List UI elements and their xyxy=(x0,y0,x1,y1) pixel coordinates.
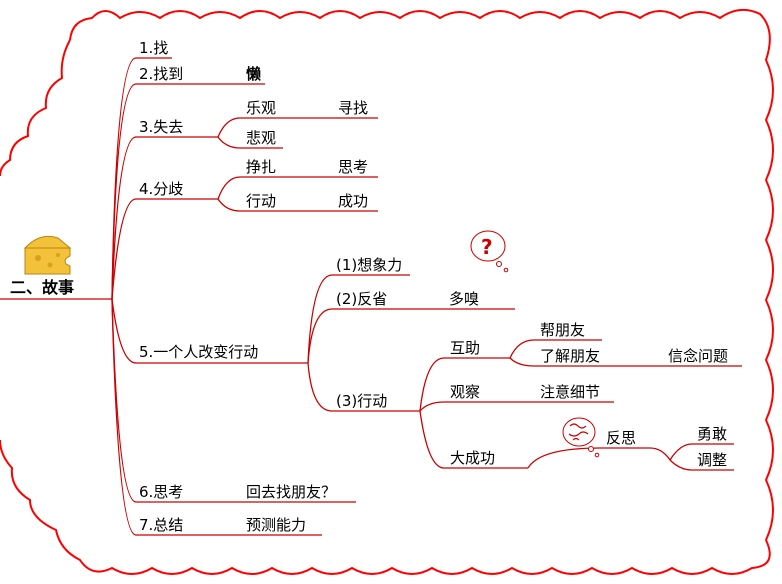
node-reflect: (2)反省 xyxy=(336,290,388,308)
node-lazy: 懒 xyxy=(246,65,262,83)
branch-think: 6.思考 xyxy=(139,483,184,501)
node-big-success: 大成功 xyxy=(450,449,496,467)
node-go-back: 回去找朋友？ xyxy=(246,483,337,501)
branch-lose: 3.失去 xyxy=(139,118,184,136)
node-search: 寻找 xyxy=(338,99,369,117)
branch-find: 1.找 xyxy=(139,39,169,57)
node-struggle: 挣扎 xyxy=(246,158,277,176)
node-pessimistic: 悲观 xyxy=(246,129,277,147)
wavy-border xyxy=(0,8,774,575)
node-success: 成功 xyxy=(338,192,369,210)
root-topic: 二、故事 xyxy=(10,278,75,297)
node-brave: 勇敢 xyxy=(697,425,728,443)
node-action: (3)行动 xyxy=(336,392,388,410)
node-understand-friends: 了解朋友 xyxy=(540,347,601,365)
branch-divergence: 4.分歧 xyxy=(139,180,184,198)
branch-change-action: 5.一个人改变行动 xyxy=(139,343,259,361)
branch-lines xyxy=(0,57,742,536)
node-belief-issue: 信念问题 xyxy=(668,347,729,365)
svg-text:?: ? xyxy=(481,235,493,259)
node-adjust: 调整 xyxy=(697,451,728,469)
node-predict: 预测能力 xyxy=(246,516,307,534)
node-observe: 观察 xyxy=(450,383,481,401)
node-sniff-more: 多嗅 xyxy=(449,290,480,308)
node-attention-detail: 注意细节 xyxy=(540,383,601,401)
node-imagination: (1)想象力 xyxy=(336,256,403,274)
node-help-friends: 帮朋友 xyxy=(540,321,586,339)
branch-summary: 7.总结 xyxy=(139,516,184,534)
branch-found: 2.找到 xyxy=(139,65,184,83)
node-act: 行动 xyxy=(246,192,277,210)
cheese-icon xyxy=(23,235,72,275)
node-mutual-help: 互助 xyxy=(450,339,481,357)
thinking-bubble-icon xyxy=(562,417,600,458)
node-think: 思考 xyxy=(338,158,369,176)
wavy-border-top-left xyxy=(0,39,71,177)
question-bubble-icon: ? xyxy=(470,230,509,273)
node-optimistic: 乐观 xyxy=(246,99,277,117)
node-self-reflection: 反思 xyxy=(606,429,637,447)
